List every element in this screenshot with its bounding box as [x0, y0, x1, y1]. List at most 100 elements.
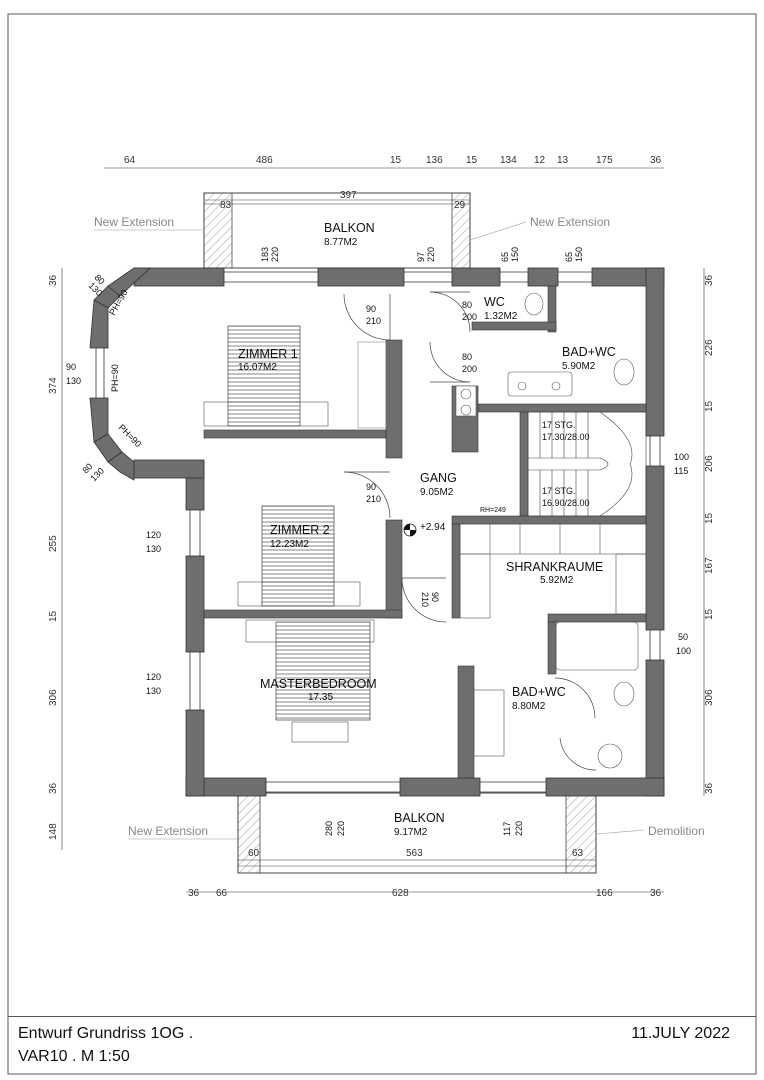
stairs [527, 411, 647, 517]
dim-balkon-top-0: 83 [220, 200, 232, 211]
dim-top-8: 175 [596, 155, 613, 166]
windows [95, 271, 661, 793]
opening-wstair-a: 100 [674, 452, 689, 462]
dim-right-1: 226 [704, 339, 715, 356]
dim-balkon-bottom-2: 63 [572, 848, 584, 859]
opening-wb2-a: 117 [502, 822, 512, 836]
level-label: +2.94 [420, 522, 446, 533]
opening-wz2-b: 130 [146, 544, 161, 554]
opening-w3-b: 150 [510, 247, 520, 262]
opening-wmaster-a: 120 [146, 672, 161, 682]
opening-w4-b: 150 [574, 247, 584, 262]
opening-dwc-a: 80 [462, 300, 472, 310]
opening-w1-a: 183 [260, 247, 270, 262]
dim-top-6: 12 [534, 155, 546, 166]
dim-bottom-3: 166 [596, 888, 613, 899]
room-gang-area: 9.05M2 [420, 487, 454, 498]
drawing-title: Entwurf Grundriss 1OG . [18, 1025, 194, 1042]
dim-right-5: 167 [704, 557, 715, 574]
opening-w4-a: 65 [564, 252, 574, 262]
room-gang-name: GANG [420, 471, 457, 485]
sheet-border [7, 13, 757, 1075]
room-wc-area: 1.32M2 [484, 311, 518, 322]
opening-labels: 183 220 97 220 65 150 65 150 90 210 80 2… [66, 247, 691, 836]
room-shrank-name: SHRANKRAUME [506, 560, 603, 574]
room-zimmer1-area: 16.07M2 [238, 362, 277, 373]
dim-left-4: 306 [48, 689, 59, 706]
opening-dbad-a: 80 [462, 352, 472, 362]
room-wc-name: WC [484, 295, 505, 309]
room-labels: BALKON 8.77M2 WC 1.32M2 BAD+WC 5.90M2 ZI… [238, 221, 616, 838]
room-zimmer2-name: ZIMMER 2 [270, 523, 330, 537]
annotations: New Extension New Extension New Extensio… [94, 215, 705, 840]
opening-w3-a: 65 [500, 252, 510, 262]
door-swings [343, 291, 597, 771]
room-shrank-area: 5.92M2 [540, 575, 574, 586]
ph-label-3: PH=90 [117, 422, 144, 449]
opening-wz2-a: 120 [146, 530, 161, 540]
dim-right-3: 206 [704, 455, 715, 472]
dim-top-9: 36 [650, 155, 662, 166]
dim-right-6: 15 [704, 608, 715, 620]
opening-dmaster-a: 90 [430, 592, 440, 602]
dim-left-5: 36 [48, 782, 59, 794]
note-new-extension-2: New Extension [530, 215, 610, 229]
room-master-area: 17.35 [308, 692, 333, 703]
dim-right-0: 36 [704, 274, 715, 286]
dims-left: 36 374 255 15 306 36 148 [48, 274, 59, 840]
stair-upper-dim: 17.30/28.00 [542, 432, 590, 442]
opening-baymid-a: 90 [66, 362, 76, 372]
title-block: Entwurf Grundriss 1OG . VAR10 . M 1:50 1… [8, 1016, 756, 1075]
note-demolition: Demolition [648, 824, 705, 838]
dim-top-7: 13 [557, 155, 569, 166]
dim-balkon-top-1: 397 [340, 190, 357, 201]
opening-baymid-b: 130 [66, 376, 81, 386]
dim-top-0: 64 [124, 155, 136, 166]
opening-dz1-b: 210 [366, 316, 381, 326]
opening-dz1-a: 90 [366, 304, 376, 314]
bath-fixtures [455, 292, 639, 769]
dim-bottom-4: 36 [650, 888, 662, 899]
opening-wstair-b: 115 [674, 466, 688, 476]
dim-balkon-bottom-1: 563 [406, 848, 423, 859]
note-new-extension-1: New Extension [94, 215, 174, 229]
opening-wmaster-b: 130 [146, 686, 161, 696]
dim-right-2: 15 [704, 400, 715, 412]
dim-left-6: 148 [48, 823, 59, 840]
room-zimmer1-name: ZIMMER 1 [238, 347, 298, 361]
dim-right-8: 36 [704, 782, 715, 794]
opening-wbad-a: 50 [678, 632, 688, 642]
note-new-extension-3: New Extension [128, 824, 208, 838]
dims-right: 36 226 15 206 15 167 15 306 36 [704, 274, 715, 794]
room-balkon-bottom-name: BALKON [394, 811, 445, 825]
dim-bottom-0: 36 [188, 888, 200, 899]
dim-left-3: 15 [48, 610, 59, 622]
opening-wb1-b: 220 [336, 821, 346, 836]
dim-top-2: 15 [390, 155, 402, 166]
rh-label: RH=249 [480, 507, 506, 514]
opening-dbad-b: 200 [462, 364, 477, 374]
dim-balkon-top-2: 29 [454, 200, 466, 211]
opening-dmaster-b: 210 [420, 592, 430, 607]
dim-top-5: 134 [500, 155, 517, 166]
opening-w2-a: 97 [416, 252, 426, 262]
room-master-name: MASTERBEDROOM [260, 677, 377, 691]
dim-right-7: 306 [704, 689, 715, 706]
dim-left-2: 255 [48, 535, 59, 552]
dim-top-1: 486 [256, 155, 273, 166]
opening-w1-b: 220 [270, 247, 280, 262]
ph-label-2: PH=90 [110, 364, 120, 392]
dim-top-3: 136 [426, 155, 443, 166]
opening-dgang-b: 210 [366, 494, 381, 504]
dim-balkon-bottom-0: 60 [248, 848, 260, 859]
room-bad-top-area: 5.90M2 [562, 361, 596, 372]
dims-top: 64 486 15 136 15 134 12 13 175 36 83 397… [124, 155, 662, 211]
room-balkon-bottom-area: 9.17M2 [394, 827, 428, 838]
dim-bottom-2: 628 [392, 888, 409, 899]
opening-w2-b: 220 [426, 247, 436, 262]
room-balkon-top-area: 8.77M2 [324, 237, 358, 248]
bed-zimmer2 [237, 505, 361, 607]
stair-lower-dim: 16.90/28.00 [542, 498, 590, 508]
